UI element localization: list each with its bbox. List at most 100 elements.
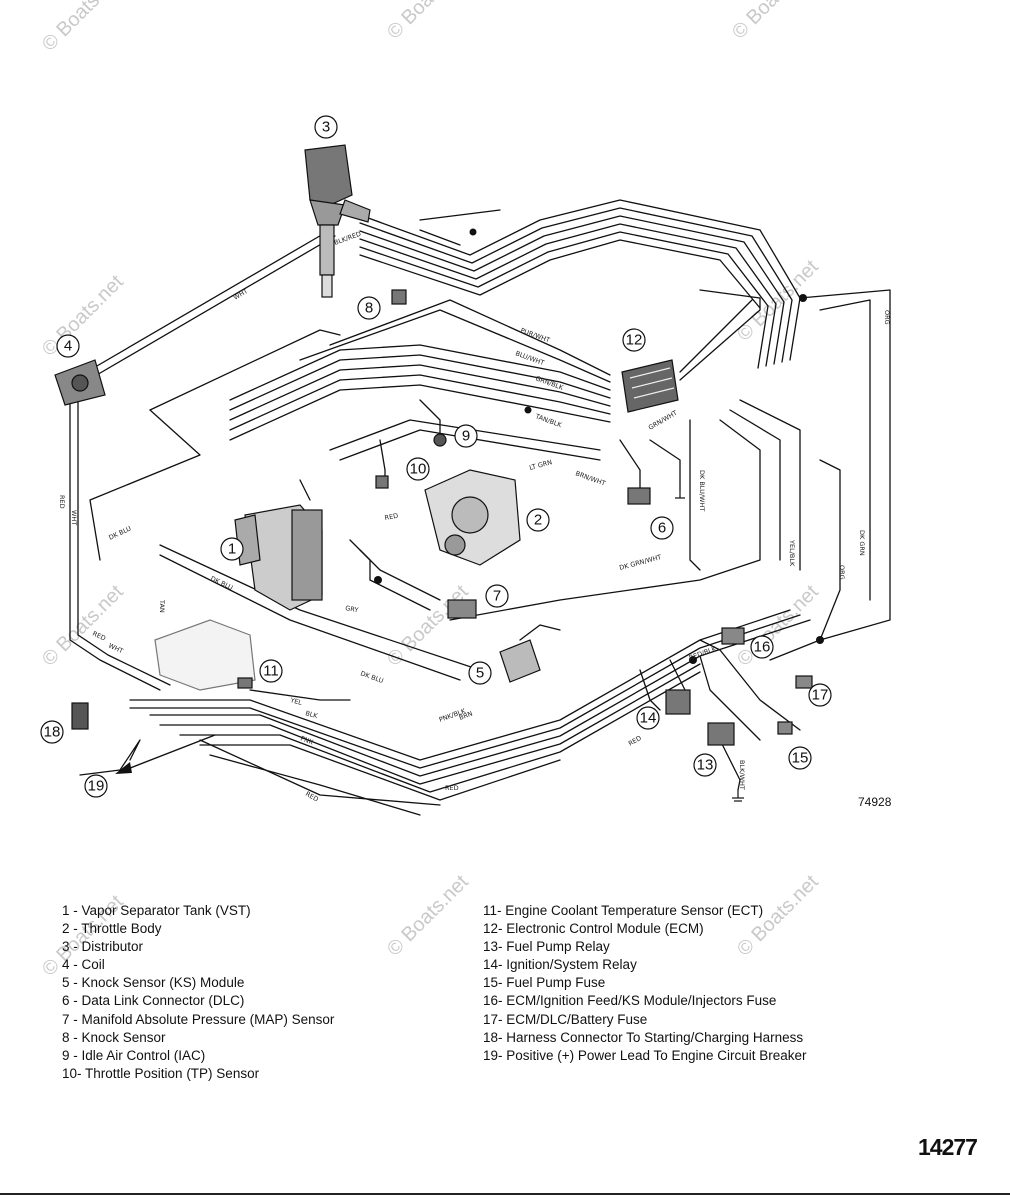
wire-label: TAN/BLK [533,412,563,429]
svg-text:8: 8 [365,300,373,317]
svg-text:10: 10 [410,461,427,478]
splice-dots [374,228,824,664]
wire-label: WHT [232,287,249,302]
callout-7: 7 [485,584,509,608]
wire-label: YEL [289,696,304,707]
wire-label: RED [627,734,643,748]
map-sensor-icon [447,599,477,619]
callout-12: 12 [622,328,646,352]
svg-text:1: 1 [228,541,236,558]
wire-label: RED [304,790,320,804]
coil-icon [54,359,106,406]
legend-item: 13- Fuel Pump Relay [483,939,610,955]
svg-text:9: 9 [462,428,470,445]
lower-harness [79,609,811,816]
callout-17: 17 [808,683,832,707]
svg-text:7: 7 [493,588,501,605]
sensor-wires [159,209,561,701]
callout-19: 19 [84,774,108,798]
wire-label: PUR/WHT [519,326,551,344]
bottom-rule [0,1193,1010,1195]
callout-10: 10 [406,457,430,481]
coolant-temp-sensor-icon [237,677,253,689]
legend-item: 12- Electronic Control Module (ECM) [483,921,704,937]
legend-item: 8 - Knock Sensor [62,1029,166,1045]
harness-connector-icon [71,702,89,730]
callout-8: 8 [357,296,381,320]
svg-text:18: 18 [44,724,61,741]
legend-item: 16- ECM/Ignition Feed/KS Module/Injector… [483,993,777,1009]
svg-text:13: 13 [697,757,714,774]
callout-6: 6 [650,516,674,540]
wire-label: RED [445,784,459,792]
throttle-position-sensor-icon [375,475,389,489]
wire-label: GRY [345,604,359,614]
engine-outline-icon [154,619,256,691]
page-number: 14277 [918,1134,978,1160]
wire-label: DK GRN [858,530,866,556]
legend-item: 19- Positive (+) Power Lead To Engine Ci… [483,1047,807,1063]
wire-label: BLK/WHT [738,760,746,790]
callout-13: 13 [693,753,717,777]
callout-5: 5 [468,661,492,685]
legend-item: 3 - Distributor [62,939,144,955]
legend-item: 1 - Vapor Separator Tank (VST) [62,903,251,918]
svg-text:14: 14 [640,710,657,727]
callout-3: 3 [314,115,338,139]
wire-label: WHT [107,642,124,656]
wire-label: BRN/WHT [574,469,606,487]
wiring-diagram: DK BLU DK BLU DK BLU RED WHT RED WHT TAN… [40,115,891,816]
legend-item: 14- Ignition/System Relay [483,957,637,973]
wire-label: WHT [70,510,78,525]
wire-label: DK GRN/WHT [618,553,662,572]
wire-label: ORG [883,310,891,325]
callout-14: 14 [636,706,660,730]
legend-item: 9 - Idle Air Control (IAC) [62,1047,206,1063]
data-link-connector-icon [627,487,651,505]
callout-11: 11 [259,659,283,683]
callout-9: 9 [454,424,478,448]
fuel-pump-fuse-icon [777,721,793,735]
legend-item: 6 - Data Link Connector (DLC) [62,993,245,1009]
wire-label: TAN [158,599,166,613]
wire-label: BLK/RED [333,230,362,247]
legend-left: 1 - Vapor Separator Tank (VST) 2 - Throt… [62,902,442,1083]
svg-text:5: 5 [476,665,484,682]
wire-label: ORG [838,565,846,580]
wire-label: RED [58,495,66,509]
legend-item: 11- Engine Coolant Temperature Sensor (E… [483,903,764,918]
svg-text:11: 11 [263,663,279,680]
wire-label: RED [384,512,399,522]
svg-text:15: 15 [792,750,809,767]
vapor-separator-tank-icon [234,504,323,611]
wire-label: LT GRN [528,458,553,472]
svg-text:19: 19 [88,778,105,795]
svg-text:12: 12 [626,332,643,349]
ecm-icon [621,359,679,413]
ecm-dlc-battery-fuse-icon [795,675,813,689]
legend-item: 10- Throttle Position (TP) Sensor [62,1065,260,1081]
legend-item: 17- ECM/DLC/Battery Fuse [483,1011,648,1027]
main-harness-upper [359,199,801,381]
svg-text:17: 17 [812,687,829,704]
svg-text:6: 6 [658,520,666,537]
callout-18: 18 [40,720,64,744]
ground-icon [675,490,744,802]
coil-wires [69,229,336,691]
wire-label: DK BLU [107,524,132,541]
wire-label: RED [91,630,107,643]
svg-text:3: 3 [322,119,330,136]
wire-label: DK BLU [359,669,384,685]
ignition-relay-icon [665,689,691,715]
wire-label: BLK [304,709,319,720]
idle-air-control-icon [433,433,447,447]
callout-16: 16 [750,635,774,659]
legend-right: 11- Engine Coolant Temperature Sensor (E… [483,902,883,1065]
legend-item: 7 - Manifold Absolute Pressure (MAP) Sen… [62,1011,335,1027]
legend-item: 5 - Knock Sensor (KS) Module [62,975,245,991]
svg-text:4: 4 [64,338,72,355]
power-lead-arrow-icon [115,734,216,774]
ecm-feed-fuse-icon [721,627,745,645]
callout-15: 15 [788,746,812,770]
legend-item: 4 - Coil [62,957,105,973]
